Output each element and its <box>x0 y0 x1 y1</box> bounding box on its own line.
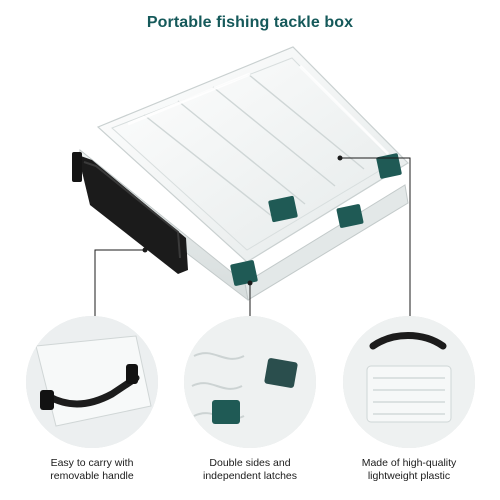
feature-image-handle <box>26 316 158 448</box>
handle-closeup <box>26 316 158 448</box>
caption-latches: Double sides and independent latches <box>203 457 297 482</box>
latches <box>230 153 402 286</box>
box-lid <box>96 46 409 263</box>
page-title: Portable fishing tackle box <box>146 14 354 31</box>
handle <box>78 155 188 274</box>
caption-plastic: Made of high-quality lightweight plastic <box>361 457 457 482</box>
caption-handle: Easy to carry with removable handle <box>50 457 134 482</box>
leader-line-plastic <box>340 157 411 330</box>
feature-image-latches <box>184 316 316 448</box>
leader-line-handle <box>94 249 145 330</box>
feature-image-plastic <box>343 316 475 448</box>
plastic-closeup <box>343 316 475 448</box>
latch-closeup <box>184 316 316 448</box>
